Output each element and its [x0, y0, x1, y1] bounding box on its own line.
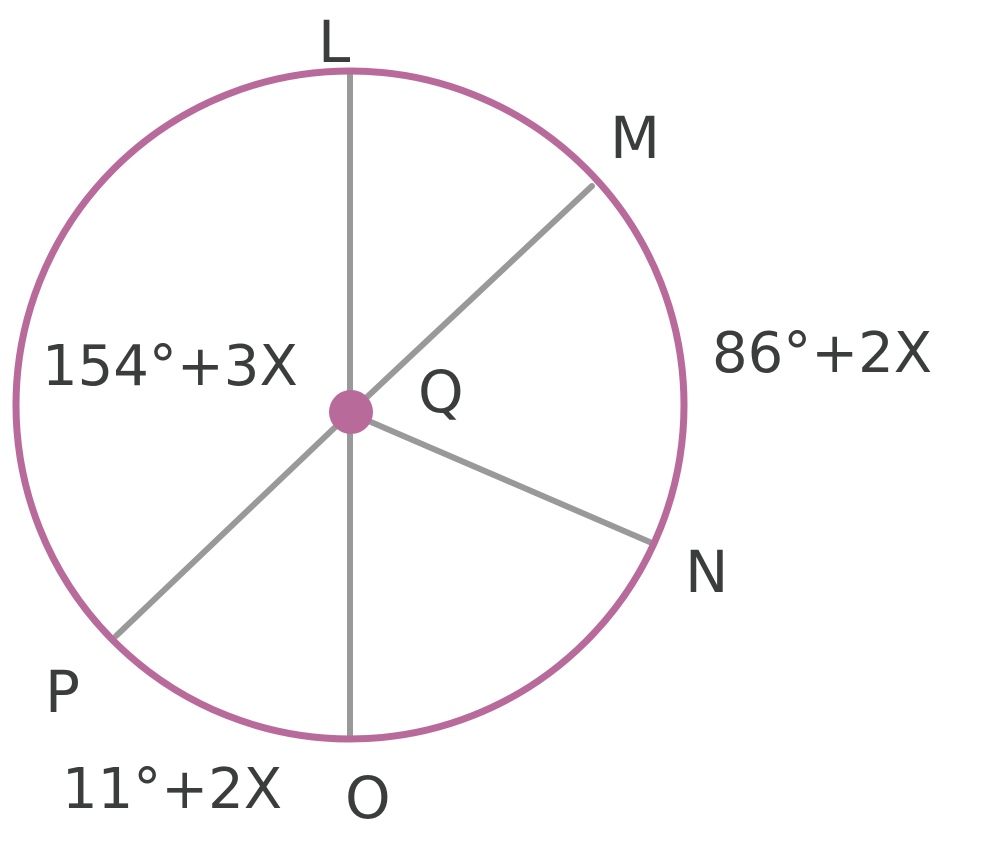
- label-arc-mn: 86°+2X: [712, 321, 932, 386]
- label-point-n: N: [685, 538, 728, 606]
- radius-qn: [347, 410, 655, 546]
- center-point-q: [329, 390, 373, 434]
- label-point-l: L: [318, 8, 350, 76]
- label-point-q: Q: [418, 358, 464, 426]
- label-arc-lp: 154°+3X: [42, 334, 298, 399]
- radius-qp: [113, 410, 353, 639]
- radius-qm: [347, 183, 595, 416]
- label-point-m: M: [610, 104, 660, 172]
- circle-outline: [12, 67, 688, 743]
- label-point-o: O: [345, 764, 391, 832]
- label-point-p: P: [45, 658, 80, 726]
- label-arc-po: 11°+2X: [62, 757, 282, 822]
